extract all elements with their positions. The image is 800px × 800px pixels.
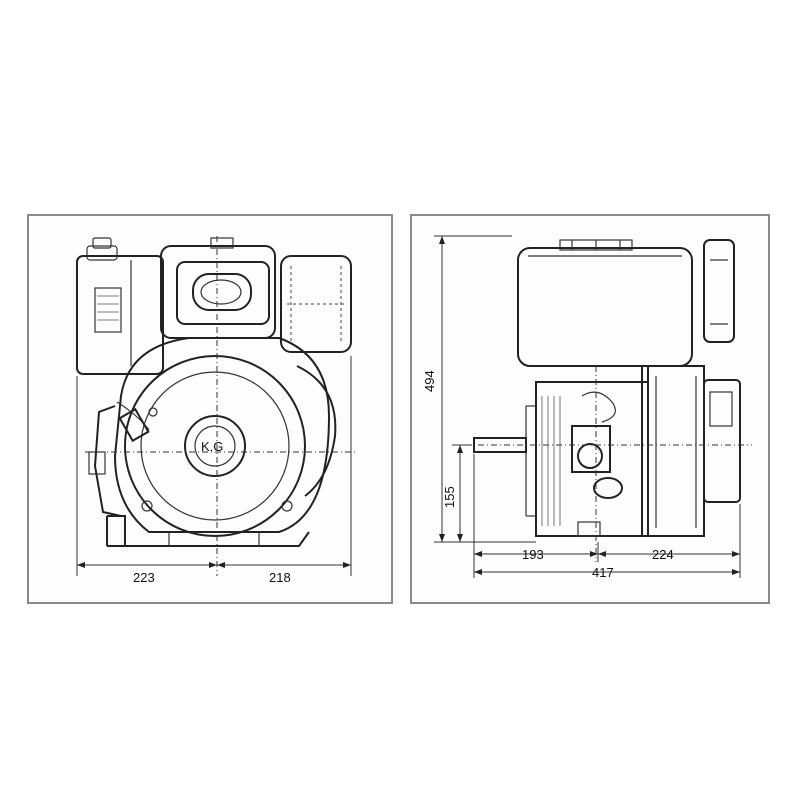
engine-base: [106, 515, 310, 547]
side-view-panel: 494 155 193 224 417: [410, 214, 770, 604]
height-dimension-total: [434, 235, 536, 543]
dimension-223: 223: [133, 570, 155, 585]
front-view-panel: K.G: [27, 214, 393, 604]
fuel-tank: [76, 237, 164, 375]
side-view-drawing: 494 155 193 224 417: [422, 235, 752, 580]
dimension-494: 494: [422, 370, 437, 392]
cylinder-head: [160, 237, 276, 339]
dimension-155: 155: [442, 486, 457, 508]
crankcase: K.G: [113, 337, 337, 537]
dimension-218: 218: [269, 570, 291, 585]
governor-linkage: [88, 401, 150, 517]
hub-mark: K.G: [201, 439, 223, 454]
width-dimension: [76, 356, 352, 576]
muffler: [280, 255, 352, 353]
air-cleaner: [703, 239, 735, 343]
dimension-417: 417: [592, 565, 614, 580]
fuel-tank: [517, 239, 693, 367]
depth-dimensions: [473, 454, 741, 578]
engine-block: [525, 365, 741, 537]
height-dimension-shaft: [456, 444, 472, 542]
dimension-224: 224: [652, 547, 674, 562]
dimension-193: 193: [522, 547, 544, 562]
front-view-drawing: K.G: [76, 236, 355, 585]
